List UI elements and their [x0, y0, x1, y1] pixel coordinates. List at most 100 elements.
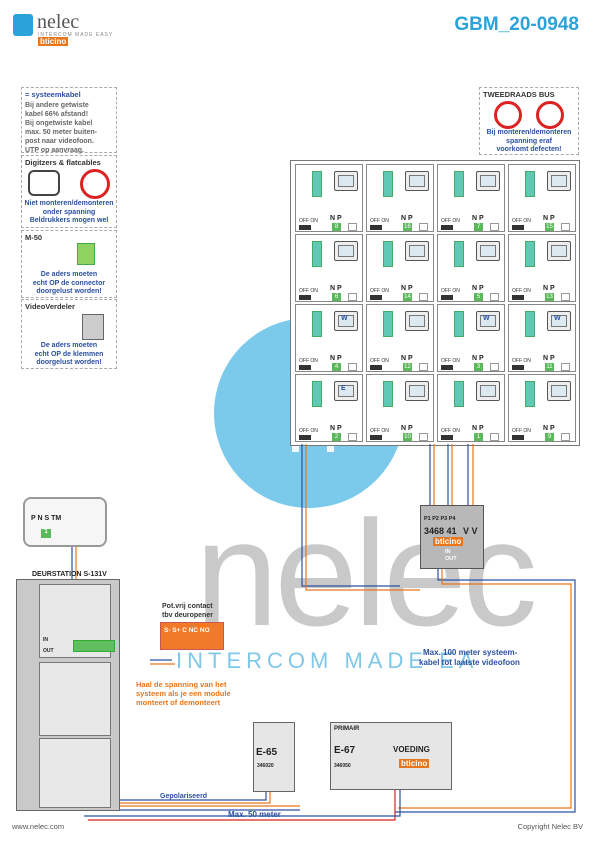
- relay-title-line: Pot.vrij contact: [162, 603, 213, 610]
- dip-switch: [441, 295, 453, 300]
- e65-code: 346020: [257, 763, 274, 769]
- monitor-number: 10: [403, 433, 412, 441]
- videophone-icon: [476, 311, 500, 331]
- monitor-number-box: [419, 293, 428, 301]
- connector-icon: [454, 241, 464, 267]
- monitor-number-box: [561, 363, 570, 371]
- dip-switch: [370, 365, 382, 370]
- videophone-icon: [405, 381, 429, 401]
- door-module-3: [39, 738, 111, 808]
- max50-label: Max. 50 meter: [228, 810, 281, 819]
- np-label: N P: [401, 425, 413, 432]
- np-label: N P: [543, 355, 555, 362]
- note-line: Bij ongetwiste kabel: [25, 120, 93, 127]
- distributor-model: 3468 41: [424, 526, 457, 536]
- offon-label: OFF ON: [370, 428, 389, 434]
- monitor-number: 4: [332, 363, 341, 371]
- offon-label: OFF ON: [370, 358, 389, 364]
- no-power-icon: [536, 101, 564, 129]
- connector-icon: [454, 311, 464, 337]
- e65-module: E-65 346020: [253, 722, 295, 792]
- distributor-out: OUT: [445, 556, 457, 562]
- videophone-icon: [547, 241, 571, 261]
- videophone-icon: [547, 171, 571, 191]
- e65-name: E-65: [256, 747, 278, 758]
- note-warning-line: De aders moeten: [40, 342, 98, 349]
- orange-note-line: systeem als je een module: [136, 689, 231, 698]
- offon-label: OFF ON: [512, 358, 531, 364]
- videophone-icon: [405, 171, 429, 191]
- dip-switch: [441, 225, 453, 230]
- dip-switch: [512, 435, 524, 440]
- screen-letter: E: [341, 385, 346, 392]
- note-digitzers-title: Digitzers & flatcables: [25, 158, 101, 167]
- note-systeemkabel-title: = systeemkabel: [25, 90, 81, 99]
- dip-switch: [370, 435, 382, 440]
- dip-switch: [512, 295, 524, 300]
- connector-icon: [77, 243, 95, 265]
- videophone-icon: [334, 171, 358, 191]
- videophone-icon: [476, 171, 500, 191]
- monitor-number-box: [561, 293, 570, 301]
- dip-switch: [299, 295, 311, 300]
- videophone-icon: [476, 381, 500, 401]
- note-m50-title: M-50: [25, 233, 43, 242]
- np-label: N P: [543, 425, 555, 432]
- monitor-number-box: [419, 363, 428, 371]
- logo-subtitle: INTERCOM MADE EASY: [38, 32, 114, 38]
- videophone-icon: [547, 311, 571, 331]
- videophone-icon: [476, 241, 500, 261]
- offon-label: OFF ON: [512, 288, 531, 294]
- note-videoverdeler: VideoVerdeler De aders moeten echt OP de…: [21, 299, 117, 369]
- monitor-number-box: [419, 223, 428, 231]
- distributor-icon: [82, 314, 104, 340]
- door-module-2: [39, 662, 111, 736]
- monitor-number: 16: [403, 223, 412, 231]
- monitor-number-box: [490, 293, 499, 301]
- connector-icon: [383, 241, 393, 267]
- e67-code: 346050: [334, 763, 351, 769]
- module-in-label: IN: [43, 637, 48, 643]
- note-m50: M-50 De aders moeten echt OP de connecto…: [21, 230, 117, 298]
- no-power-icon: [80, 169, 110, 199]
- np-label: N P: [330, 355, 342, 362]
- note-systeemkabel: = systeemkabel Bij andere getwiste kabel…: [21, 87, 117, 154]
- monitor-number: 7: [474, 223, 483, 231]
- offon-label: OFF ON: [441, 218, 460, 224]
- document-code: GBM_20-0948: [454, 14, 579, 35]
- offon-label: OFF ON: [370, 288, 389, 294]
- videophone-icon: [405, 311, 429, 331]
- distributor-brand: bticino: [433, 537, 464, 546]
- offon-label: OFF ON: [512, 218, 531, 224]
- monitor-number: 14: [403, 293, 412, 301]
- distributor-ports: P1 P2 P3 P4: [424, 516, 456, 522]
- connector-icon: [312, 241, 322, 267]
- connector-icon: [454, 381, 464, 407]
- note-warning-line: voorkomt defecten!: [496, 146, 562, 153]
- door-station-panel: IN OUT: [16, 579, 120, 811]
- logo-name: nelec: [37, 11, 80, 33]
- note-warning-line: echt OP de connector: [32, 279, 106, 287]
- connector-icon: [525, 171, 535, 197]
- screen-letter: W: [483, 315, 490, 322]
- monitor-number-box: [419, 433, 428, 441]
- video-distributor: P1 P2 P3 P4 3468 41 V V bticino IN OUT: [420, 505, 484, 569]
- monitor-number-box: [348, 223, 357, 231]
- module-out-label: OUT: [43, 648, 54, 654]
- terminal-block: [73, 640, 115, 652]
- np-label: N P: [401, 355, 413, 362]
- np-label: N P: [472, 285, 484, 292]
- gepolariseerd-label: Gepolariseerd: [160, 793, 208, 800]
- e67-brand: bticino: [399, 759, 430, 768]
- screen-letter: W: [554, 315, 561, 322]
- e67-primair: PRIMAIR: [334, 726, 360, 732]
- np-label: N P: [472, 215, 484, 222]
